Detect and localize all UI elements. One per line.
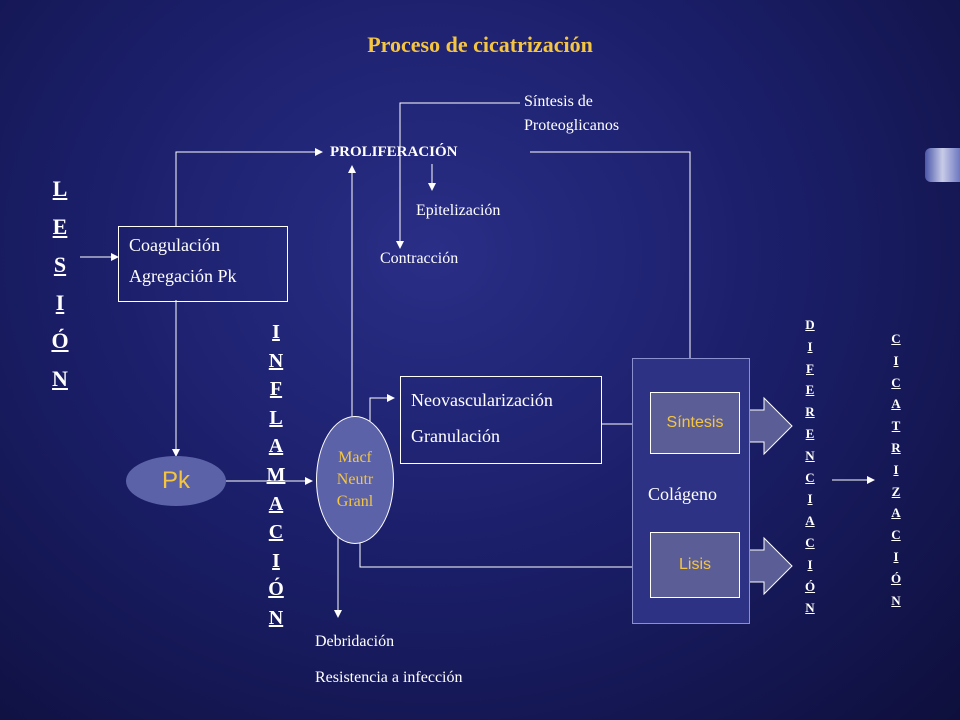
neutrofilos-label: Neutr xyxy=(336,471,374,488)
letter: N xyxy=(268,349,284,372)
letter: E xyxy=(805,425,815,441)
letter: C xyxy=(268,521,284,544)
coagulacion-label: Coagulación xyxy=(129,235,220,255)
letter: N xyxy=(268,606,284,629)
granulacion-label: Granulación xyxy=(411,426,500,446)
letter: E xyxy=(52,214,68,239)
letter: Ó xyxy=(890,570,902,586)
granulocitos-label: Granl xyxy=(336,493,374,510)
letter: L xyxy=(269,406,283,429)
letter: A xyxy=(268,492,284,515)
letter: N xyxy=(52,366,68,391)
letter: F xyxy=(806,360,814,376)
cicatrizacion-vertical-label: C I C A T R I Z A C I Ó N xyxy=(884,332,908,615)
letter: I xyxy=(893,461,899,477)
resistencia-line: Resistencia a infección xyxy=(315,669,463,686)
agregacion-label: Agregación Pk xyxy=(129,266,237,286)
lisis-box: Lisis xyxy=(650,532,740,598)
debridacion-label: Debridación Resistencia a infección xyxy=(315,624,463,696)
letter: I xyxy=(807,491,813,507)
letter: C xyxy=(805,534,815,550)
cells-node: Macf Neutr Granl xyxy=(316,416,394,544)
letter: I xyxy=(272,549,280,572)
inflamacion-vertical-label: I N F L A M A C I Ó N xyxy=(262,322,290,637)
letter: I xyxy=(893,548,899,564)
letter: E xyxy=(805,382,815,398)
letter: I xyxy=(893,352,899,368)
letter: C xyxy=(805,469,815,485)
letter: N xyxy=(805,447,815,463)
neovascularizacion-label: Neovascularización xyxy=(411,390,553,410)
letter: F xyxy=(269,378,283,401)
macrofagos-label: Macf xyxy=(338,449,372,466)
letter: N xyxy=(891,592,901,608)
decorative-tab xyxy=(925,148,960,182)
letter: I xyxy=(55,290,65,315)
proliferacion-label: PROLIFERACIÓN xyxy=(330,144,458,160)
lisis-label: Lisis xyxy=(678,556,711,573)
debridacion-line: Debridación xyxy=(315,633,395,650)
letter: M xyxy=(266,463,286,486)
diferenciacion-vertical-label: D I F E R E N C I A C I Ó N xyxy=(798,318,822,623)
neovascularizacion-box: Neovascularización Granulación xyxy=(400,376,602,464)
letter: I xyxy=(807,556,813,572)
diagram-title: Proceso de cicatrización xyxy=(367,32,593,57)
letter: A xyxy=(268,435,284,458)
letter: A xyxy=(891,505,901,521)
letter: Ó xyxy=(51,328,69,353)
letter: C xyxy=(891,374,901,390)
epitelizacion-label: Epitelización xyxy=(416,202,501,219)
letter: L xyxy=(52,176,68,201)
letter: C xyxy=(891,527,901,543)
proteoglicanos-line: Proteoglicanos xyxy=(524,117,620,134)
letter: A xyxy=(805,513,815,529)
letter: Ó xyxy=(268,578,284,601)
letter: R xyxy=(891,439,901,455)
sintesis-label: Síntesis xyxy=(666,414,724,431)
letter: C xyxy=(891,331,901,346)
sintesis-proteoglicanos-label: Síntesis de Proteoglicanos xyxy=(524,90,619,138)
lesion-vertical-label: L E S I Ó N xyxy=(46,178,74,406)
pk-label: Pk xyxy=(161,467,190,494)
contraccion-label: Contracción xyxy=(380,250,459,267)
letter: S xyxy=(53,252,67,277)
letter: Z xyxy=(891,483,901,499)
sintesis-box: Síntesis xyxy=(650,392,740,454)
letter: A xyxy=(891,396,901,412)
coagulacion-box: Coagulación Agregación Pk xyxy=(118,226,288,302)
letter: R xyxy=(805,404,815,420)
sintesis-de-line: Síntesis de xyxy=(524,93,593,110)
letter: T xyxy=(891,418,901,434)
letter: N xyxy=(805,600,815,616)
letter: Ó xyxy=(804,578,816,594)
letter: I xyxy=(807,338,813,354)
colageno-label: Colágeno xyxy=(648,484,717,504)
letter: I xyxy=(272,321,280,343)
letter: D xyxy=(805,317,815,332)
pk-node: Pk xyxy=(126,456,226,506)
